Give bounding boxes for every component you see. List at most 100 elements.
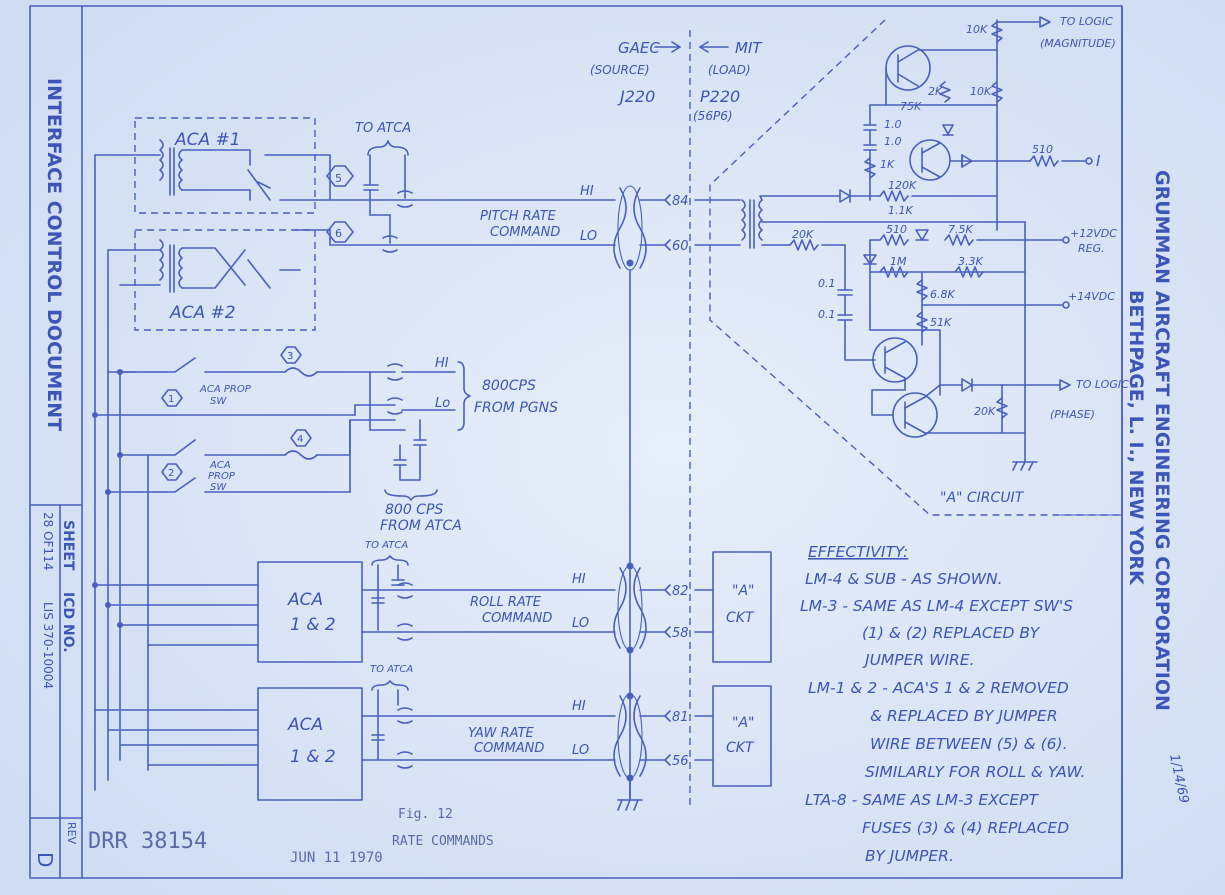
a-c-10a: 1.0 [884, 118, 902, 131]
a-circuit-label: "A" CIRCUIT [940, 490, 1025, 506]
icd-value: LIS 370-10004 [41, 602, 55, 689]
a-r-75k: 75K [900, 100, 922, 113]
right-title-line1: GRUMMAN AIRCRAFT ENGINEERING CORPORATION [1151, 170, 1173, 711]
prop-switch-section: 1 ACA PROP SW 2 ACA PROP SW 3 4 HI Lo 80… [92, 346, 558, 534]
prop-sw2-badge: 2 [168, 468, 174, 479]
fuse-4-badge: 4 [297, 434, 303, 445]
load-sub: (LOAD) [708, 63, 751, 77]
pin-82: 82 [672, 584, 689, 599]
source-sub: (SOURCE) [590, 63, 650, 77]
logic-mag-line2: (MAGNITUDE) [1040, 37, 1116, 50]
effectivity-line-7: WIRE BETWEEN (5) & (6). [870, 735, 1068, 753]
effectivity-line-5: LM-1 & 2 - ACA'S 1 & 2 REMOVED [808, 679, 1069, 697]
prop-sw1-line2: SW [210, 396, 227, 407]
prop-lo: Lo [435, 396, 450, 411]
a-c-01b: 0.1 [818, 308, 836, 321]
load-label: MIT [735, 39, 763, 57]
roll-aca-line2: 1 & 2 [290, 615, 336, 635]
aca1-box [134, 117, 316, 214]
a-r-51k: 51K [930, 316, 952, 329]
effectivity-notes: EFFECTIVITY: LM-4 & SUB - AS SHOWN. LM-3… [800, 543, 1086, 865]
sheet-label: SHEET [60, 520, 76, 571]
yaw-a-ckt-box [712, 685, 772, 787]
logic-phase-line1: TO LOGIC [1076, 378, 1129, 391]
logic-mag-line1: TO LOGIC [1060, 15, 1113, 28]
effectivity-line-9: LTA-8 - SAME AS LM-3 EXCEPT [805, 791, 1040, 809]
yaw-section: ACA 1 & 2 TO ATCA HI LO YAW RATE COMMAND… [94, 664, 772, 811]
a-c-01a: 0.1 [818, 277, 836, 290]
v14-label: +14VDC [1068, 290, 1115, 303]
a-r-2k: 2K [928, 85, 943, 98]
prop-sw2-line2: PROP [208, 471, 236, 482]
a-r-68k: 6.8K [930, 288, 955, 301]
rev-value: D [33, 852, 57, 867]
right-title-line2: BETHPAGE, L. I., NEW YORK [1125, 290, 1147, 586]
a-r-1m: 1M [890, 255, 907, 268]
date-stamp: JUN 11 1970 [290, 850, 383, 866]
a-r-10k: 10K [970, 85, 992, 98]
atca-800-line1: 800 CPS [385, 502, 443, 518]
roll-ckt-line1: "A" [732, 583, 754, 599]
roll-a-ckt-box [712, 551, 772, 663]
pin-58: 58 [672, 626, 689, 641]
pgns-line2: FROM PGNS [474, 400, 558, 416]
a-circuit-section: "A" CIRCUIT 20K 0.1 0.1 10K TO [709, 15, 1129, 516]
badge-5-shape [326, 165, 354, 187]
yaw-aca-line1: ACA [287, 715, 323, 735]
pin-81: 81 [672, 710, 689, 725]
yaw-aca-line2: 1 & 2 [290, 747, 336, 767]
effectivity-line-10: FUSES (3) & (4) REPLACED [862, 819, 1069, 837]
reg-line2: REG. [1078, 242, 1105, 255]
badge-5: 5 [335, 172, 342, 185]
prop-sw1-badge: 1 [168, 394, 174, 405]
pitch-lo: LO [580, 229, 597, 244]
prop-hi: HI [435, 356, 449, 371]
roll-aca-line1: ACA [287, 590, 323, 610]
pitch-to-atca: TO ATCA [355, 121, 411, 136]
a-r-1k: 1K [880, 158, 895, 171]
yaw-hi: HI [572, 699, 586, 714]
logic-phase-line2: (PHASE) [1050, 408, 1095, 421]
left-title: INTERFACE CONTROL DOCUMENT [43, 78, 65, 431]
prop-sw2-line3: SW [210, 482, 227, 493]
yaw-to-atca: TO ATCA [370, 664, 413, 675]
pitch-section: ACA #1 ACA #2 5 6 [94, 117, 741, 801]
prop-sw1-line1: ACA PROP [199, 384, 252, 395]
dcr-stamp: DRR 38154 [88, 829, 207, 854]
aca2-box [134, 229, 316, 331]
roll-cmd-line2: COMMAND [482, 611, 552, 626]
sheet-border [29, 5, 1123, 879]
pgns-line1: 800CPS [482, 378, 536, 394]
aca1-label: ACA #1 [174, 130, 241, 150]
effectivity-line-4: JUMPER WIRE. [862, 651, 975, 669]
fuse-3-badge: 3 [287, 351, 293, 362]
effectivity-line-6: & REPLACED BY JUMPER [870, 707, 1058, 725]
yaw-ckt-line2: CKT [726, 740, 755, 756]
effectivity-line-1: LM-4 & SUB - AS SHOWN. [805, 570, 1003, 588]
roll-lo: LO [572, 616, 589, 631]
pin-84: 84 [672, 194, 689, 209]
effectivity-heading: EFFECTIVITY: [808, 543, 908, 561]
a-c-10b: 1.0 [884, 135, 902, 148]
source-label: GAEC [618, 39, 660, 57]
connector-p220-sub: (56P6) [693, 109, 733, 123]
yaw-ckt-line1: "A" [732, 715, 754, 731]
roll-section: ACA 1 & 2 TO ATCA HI LO ROLL RATE COMMAN… [92, 540, 772, 663]
roll-hi: HI [572, 572, 586, 587]
yaw-cmd-line1: YAW RATE [468, 726, 535, 741]
badge-6-shape [326, 221, 354, 243]
figure-label: Fig. 12 [398, 807, 453, 822]
effectivity-line-11: BY JUMPER. [865, 847, 954, 865]
connector-p220: P220 [700, 87, 740, 106]
rev-label: REV [65, 822, 78, 845]
pin-56: 56 [672, 754, 689, 769]
interface-header: GAEC (SOURCE) MIT (LOAD) J220 P220 (56P6… [590, 30, 763, 810]
effectivity-line-8: SIMILARLY FOR ROLL & YAW. [865, 763, 1086, 781]
pin-60: 60 [672, 239, 689, 254]
a-r-510-out: 510 [1032, 143, 1053, 156]
pitch-hi: HI [580, 184, 594, 199]
badge-6: 6 [335, 227, 342, 240]
pitch-cmd-line1: PITCH RATE [480, 209, 557, 224]
a-r-75k-b: 7.5K [948, 223, 973, 236]
icd-label: ICD NO. [60, 592, 76, 653]
